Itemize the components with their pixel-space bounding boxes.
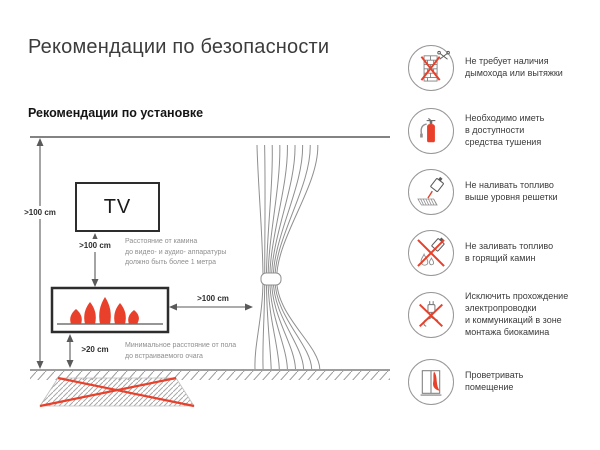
safety-item-label: Необходимо иметь в доступности средства … — [465, 113, 545, 147]
safety-item-label: Не наливать топливо выше уровня решетки — [465, 180, 558, 202]
fireplace — [50, 286, 170, 334]
safety-item-label: Исключить прохождение электропроводки и … — [465, 291, 569, 337]
no-fuel-into-burning-icon — [408, 230, 454, 276]
curtain — [254, 144, 321, 370]
scissors-icon — [437, 50, 450, 60]
extinguisher-icon — [408, 108, 454, 154]
installation-diagram: TV >100 cm >100 cm >100 cm >20 cm Рассто… — [18, 132, 403, 444]
safety-item-no-fuel-into-burning: Не заливать топливо в горящий камин — [408, 230, 596, 276]
no-wiring-icon — [408, 291, 454, 338]
curtain-tie — [260, 272, 282, 286]
no-chimney-icon — [408, 45, 454, 91]
safety-item-no-overfill: Не наливать топливо выше уровня решетки — [408, 169, 596, 215]
tv-label: TV — [103, 195, 132, 218]
wall-distance-label: >100 cm — [18, 206, 62, 219]
safety-item-label: Проветривать помещение — [465, 370, 524, 392]
curtain-gap-distance-label: >100 cm — [197, 294, 229, 303]
tv-box: TV — [75, 182, 160, 232]
installation-diagram-drawing — [30, 136, 390, 408]
safety-item-no-wiring: Исключить прохождение электропроводки и … — [408, 291, 596, 339]
safety-item-label: Не заливать топливо в горящий камин — [465, 241, 554, 263]
rug-prohibition-cross-icon — [39, 376, 195, 408]
ventilate-icon — [408, 359, 454, 405]
floor-gap-dimension-arrow — [66, 334, 74, 368]
safety-item-no-chimney: Не требует наличия дымохода или вытяжки — [408, 45, 596, 91]
wall-dimension-arrow — [36, 138, 44, 369]
page-title: Рекомендации по безопасности — [28, 36, 330, 58]
flames-icon — [70, 297, 139, 324]
tv-distance-note: Расстояние от камина до видео- и аудио- … — [125, 238, 227, 266]
section-title: Рекомендации по установке — [28, 106, 204, 120]
floor-distance-note: Минимальное расстояние от пола до встраи… — [125, 342, 237, 360]
tv-gap-distance-label: >100 cm — [73, 239, 117, 252]
safety-item-extinguisher: Необходимо иметь в доступности средства … — [408, 108, 596, 154]
safety-item-ventilate: Проветривать помещение — [408, 359, 596, 405]
no-overfill-icon — [408, 169, 454, 215]
rug-crossed-out — [39, 376, 195, 408]
floor-gap-distance-label: >20 cm — [81, 345, 109, 354]
curtain-gap-dimension-arrow — [169, 303, 253, 311]
safety-item-label: Не требует наличия дымохода или вытяжки — [465, 56, 563, 78]
floor-hatch — [30, 371, 390, 380]
